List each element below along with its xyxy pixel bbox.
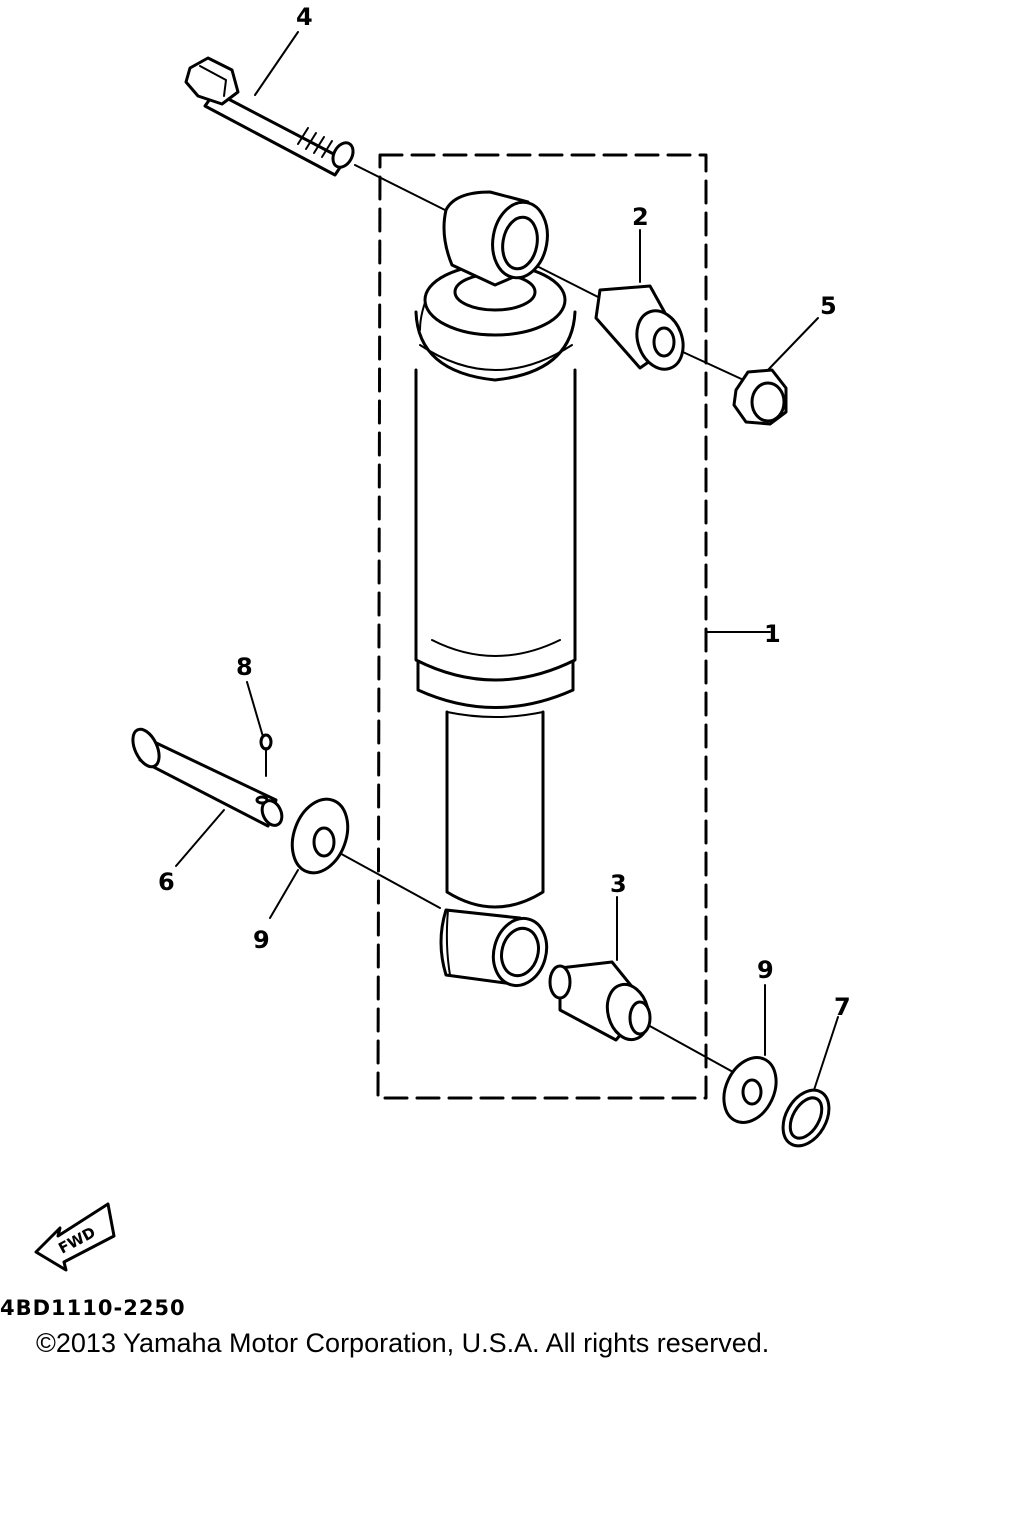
callout-3: 3 xyxy=(610,870,627,898)
drawing-code: 4BD1110-2250 xyxy=(0,1296,186,1320)
callout-8: 8 xyxy=(236,653,253,681)
nut-part-5 xyxy=(732,368,788,426)
washer-part-9-right xyxy=(722,1056,778,1124)
washer-part-9-left xyxy=(290,797,350,875)
callout-9-right: 9 xyxy=(757,956,774,984)
shock-absorber-part-1 xyxy=(414,190,577,988)
callout-6: 6 xyxy=(158,868,175,896)
callout-7: 7 xyxy=(834,993,851,1021)
copyright-notice: ©2013 Yamaha Motor Corporation, U.S.A. A… xyxy=(36,1328,770,1358)
callout-5: 5 xyxy=(820,292,837,320)
washer-part-7 xyxy=(781,1088,831,1148)
bushing-part-2 xyxy=(594,284,685,371)
bushing-part-3 xyxy=(548,960,652,1042)
cotter-pin-part-8 xyxy=(259,733,273,777)
assembly-boundary-box xyxy=(376,153,708,1100)
callout-2: 2 xyxy=(632,203,649,231)
callout-4: 4 xyxy=(296,3,313,31)
bolt-part-4 xyxy=(184,56,355,177)
pin-part-6 xyxy=(131,727,284,828)
callout-9-left: 9 xyxy=(253,926,270,954)
fwd-arrow-icon xyxy=(34,1202,116,1272)
callout-1: 1 xyxy=(764,620,781,648)
leader-lines xyxy=(175,31,839,1091)
